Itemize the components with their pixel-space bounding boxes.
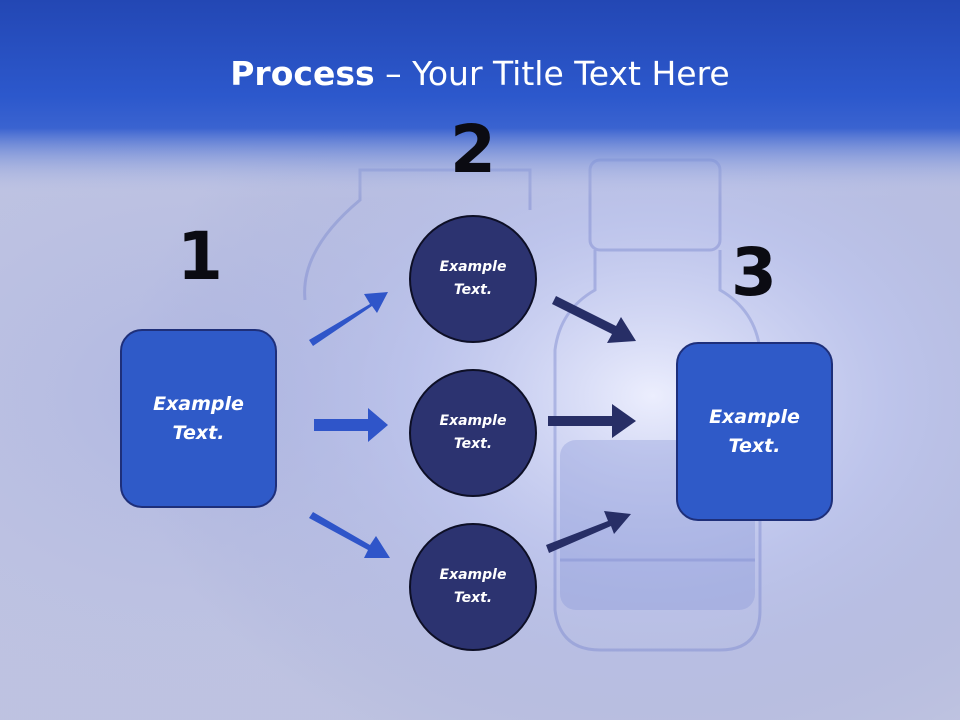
arrow-middle-to-3	[548, 404, 636, 438]
circle-middle: Example Text.	[409, 369, 537, 497]
title-rest: – Your Title Text Here	[374, 54, 730, 93]
arrow-1-to-middle	[314, 408, 388, 442]
step-3-text: Example Text.	[709, 405, 800, 457]
step-3-box: Example Text.	[676, 342, 833, 521]
circle-top-text: Example Text.	[439, 259, 507, 298]
circle-bottom: Example Text.	[409, 523, 537, 651]
step-number-1: 1	[177, 218, 223, 295]
circle-middle-text: Example Text.	[439, 413, 507, 452]
step-1-text: Example Text.	[153, 392, 244, 444]
step-number-2: 2	[450, 111, 496, 188]
arrow-1-to-top	[309, 292, 388, 346]
step-number-3: 3	[731, 234, 777, 311]
circle-top: Example Text.	[409, 215, 537, 343]
arrow-top-to-3	[552, 296, 636, 343]
arrow-1-to-bottom	[309, 512, 390, 558]
step-1-box: Example Text.	[120, 329, 277, 508]
arrow-bottom-to-3	[546, 511, 631, 553]
slide-title: Process – Your Title Text Here	[0, 52, 960, 96]
circle-bottom-text: Example Text.	[439, 567, 507, 606]
title-bold: Process	[230, 54, 375, 93]
